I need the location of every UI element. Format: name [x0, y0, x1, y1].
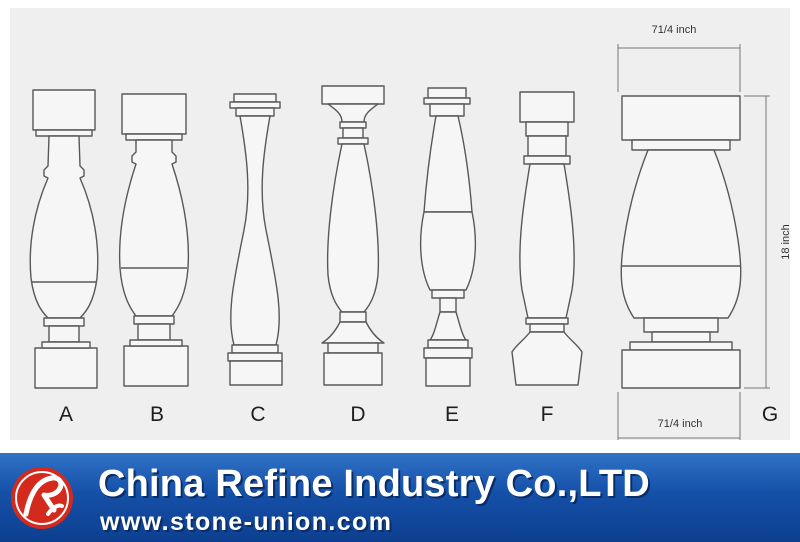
height-label: 18 inch [780, 224, 792, 259]
baluster-f [511, 91, 583, 386]
baluster-d [321, 85, 385, 386]
company-banner: China Refine Industry Co.,LTD www.stone-… [0, 453, 800, 542]
dimension-lines [617, 44, 770, 440]
balusters-diagram: 71/4 inch 71/4 inch 18 inch A B C D E F … [29, 24, 792, 440]
label-c: C [250, 403, 265, 426]
label-e: E [445, 403, 459, 426]
company-name: China Refine Industry Co.,LTD [98, 463, 650, 505]
baluster-e [419, 87, 477, 387]
baluster-g [620, 95, 742, 389]
bottom-width-label: 71/4 inch [658, 418, 703, 430]
label-d: D [350, 403, 365, 426]
baluster-b [118, 93, 190, 387]
label-f: F [541, 403, 554, 426]
top-width-label: 71/4 inch [652, 24, 697, 36]
label-b: B [150, 403, 164, 426]
website-link[interactable]: www.stone-union.com [100, 508, 393, 536]
company-logo-icon [11, 467, 73, 529]
label-a: A [59, 403, 73, 426]
label-g: G [762, 403, 778, 426]
baluster-a [29, 89, 99, 389]
baluster-c [227, 93, 283, 386]
